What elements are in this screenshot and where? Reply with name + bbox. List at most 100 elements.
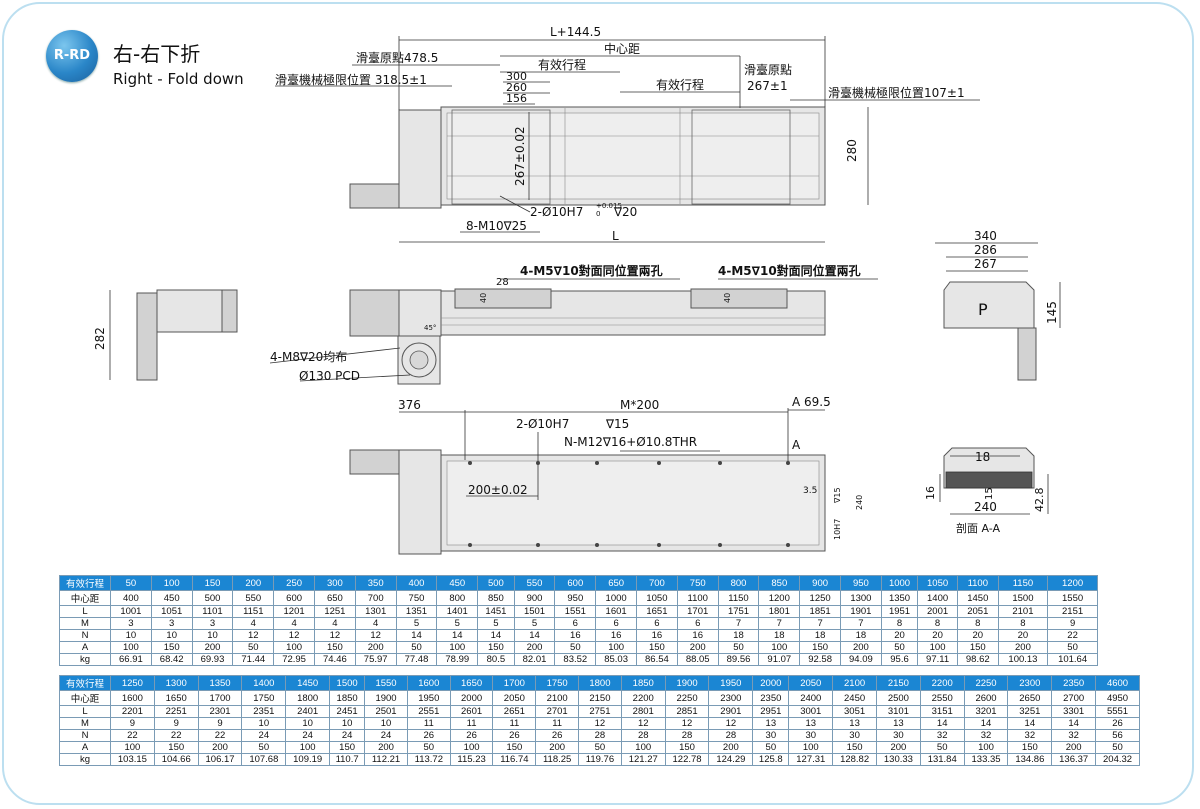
table-cell: 103.15 — [110, 753, 155, 766]
table-cell: 50 — [406, 741, 451, 754]
table-cell: 150 — [956, 641, 999, 654]
table-cell: 1350 — [197, 675, 243, 691]
table-cell: 10 — [110, 629, 152, 642]
label-pin-hole: 2-Ø10H7 — [530, 205, 583, 219]
table-cell: 13 — [752, 717, 790, 730]
dim-l-plus: L+144.5 — [550, 25, 601, 39]
label-m5-left: 4-M5∇10對面同位置兩孔 — [520, 263, 663, 278]
table-cell: 30 — [752, 729, 790, 742]
table-cell: 1200 — [1047, 575, 1098, 591]
table-cell: 2501 — [364, 705, 408, 718]
table-cell: 50 — [395, 641, 438, 654]
table-cell: 1850 — [620, 675, 666, 691]
table-cell: 2651 — [492, 705, 537, 718]
table-cell: 50 — [919, 741, 965, 754]
table-cell: 2901 — [708, 705, 754, 718]
dim-280: 280 — [845, 139, 859, 162]
table-cell: 750 — [395, 590, 438, 606]
table-cell: 1600 — [110, 690, 155, 706]
dim-3-5: 3.5 — [803, 486, 817, 496]
table-cell: 2151 — [1047, 605, 1098, 618]
table-cell: 5 — [513, 617, 556, 630]
label-home-left: 滑臺原點478.5 — [356, 50, 438, 65]
table-cell: 1101 — [191, 605, 234, 618]
table-cell: 95.6 — [880, 653, 919, 666]
row-label: kg — [59, 653, 111, 666]
table-cell: 106.17 — [197, 753, 243, 766]
table-cell: 20 — [997, 629, 1049, 642]
top-motor-body — [349, 183, 401, 209]
row-label: M — [59, 717, 111, 730]
top-slider-right — [691, 109, 791, 205]
table-cell: 1400 — [917, 590, 958, 606]
table-cell: 20 — [880, 629, 919, 642]
row-label: 有效行程 — [59, 675, 111, 691]
table-cell: 107.68 — [241, 753, 287, 766]
table-cell: 100 — [788, 741, 834, 754]
label-m8: 4-M8∇20均布 — [270, 350, 347, 364]
label-pin-tol: +0.015 — [596, 202, 622, 210]
table-cell: 104.66 — [153, 753, 199, 766]
table-cell: 6 — [554, 617, 597, 630]
table-cell: 2951 — [752, 705, 790, 718]
table-cell: 7 — [840, 617, 882, 630]
table-cell: 8 — [917, 617, 958, 630]
table-cell: 950 — [554, 590, 597, 606]
table-cell: 32 — [919, 729, 965, 742]
table-cell: 5 — [436, 617, 479, 630]
table-cell: 66.91 — [110, 653, 152, 666]
table-cell: 2550 — [919, 690, 965, 706]
end-motor — [1017, 327, 1037, 381]
table-cell: 1200 — [758, 590, 801, 606]
table-cell: 1250 — [110, 675, 155, 691]
table-cell: 200 — [840, 641, 882, 654]
table-cell: 2100 — [832, 675, 877, 691]
table-cell: 14 — [513, 629, 556, 642]
table-cell: 2001 — [917, 605, 958, 618]
table-cell: 1700 — [197, 690, 243, 706]
row-label: 有效行程 — [59, 575, 111, 591]
label-pcd: Ø130 PCD — [299, 369, 360, 383]
table-cell: 9 — [153, 717, 199, 730]
table-cell: 20 — [917, 629, 958, 642]
table-cell: 2451 — [329, 705, 366, 718]
table-cell: 250 — [273, 575, 315, 591]
section-a-mark: A — [792, 438, 801, 452]
table-cell: 1800 — [578, 675, 622, 691]
table-cell: 11 — [406, 717, 451, 730]
table-cell: 6 — [636, 617, 678, 630]
table-cell: 133.35 — [963, 753, 1009, 766]
row-label: A — [59, 641, 111, 654]
table-cell: 75.97 — [354, 653, 397, 666]
table-cell: 12 — [664, 717, 710, 730]
table-cell: 1100 — [676, 590, 719, 606]
table-cell: 150 — [150, 641, 193, 654]
table-cell: 1100 — [956, 575, 999, 591]
label-n-m12: N-M12∇16+Ø10.8THR — [564, 435, 697, 449]
table-cell: 2351 — [241, 705, 287, 718]
table-cell: 118.25 — [535, 753, 580, 766]
label-pin-tol2: 0 — [596, 210, 600, 218]
bottom-fold-housing — [398, 449, 442, 555]
table-cell: 2601 — [449, 705, 494, 718]
table-cell: 5 — [395, 617, 438, 630]
dim-376: 376 — [398, 398, 421, 412]
table-cell: 100.13 — [997, 653, 1049, 666]
table-cell: 1001 — [110, 605, 152, 618]
dim-282: 282 — [93, 327, 107, 350]
table-cell: 450 — [150, 590, 193, 606]
label-pin-hole2: 2-Ø10H7 — [516, 417, 569, 431]
table-cell: 200 — [535, 741, 580, 754]
table-cell: 2500 — [876, 690, 921, 706]
table-cell: 78.99 — [436, 653, 479, 666]
table-cell: 5551 — [1095, 705, 1140, 718]
table-cell: 800 — [717, 575, 760, 591]
table-cell: 1701 — [676, 605, 719, 618]
label-eff-stroke-1: 有效行程 — [538, 57, 586, 72]
table-cell: 150 — [636, 641, 678, 654]
table-cell: 11 — [535, 717, 580, 730]
